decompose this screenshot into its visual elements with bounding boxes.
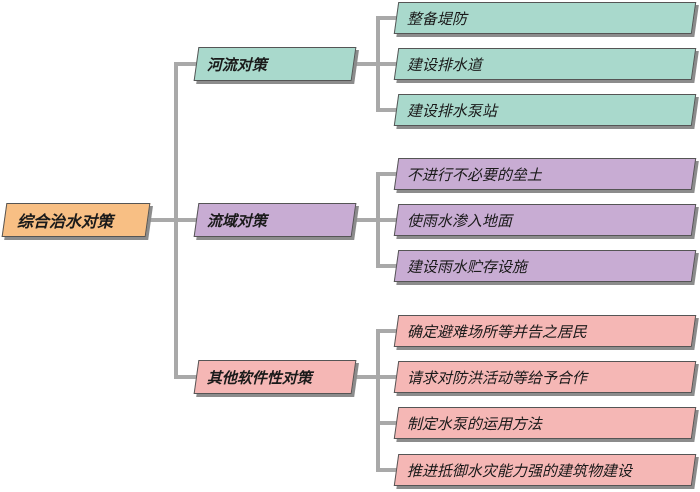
leaf-label: 确定避难场所等并告之居民 — [407, 322, 588, 341]
leaf-node: 建设雨水贮存设施 — [393, 250, 697, 282]
root-label: 综合治水对策 — [17, 212, 114, 231]
leaf-node: 请求对防洪活动等给予合作 — [393, 361, 697, 393]
leaf-label: 不进行不必要的垒土 — [407, 165, 543, 184]
leaf-node: 使雨水渗入地面 — [393, 204, 697, 236]
leaf-label: 整备堤防 — [407, 9, 468, 28]
leaf-node: 整备堤防 — [393, 2, 697, 34]
branch-node-basin: 流域对策 — [193, 203, 357, 237]
leaf-node: 建设排水道 — [393, 48, 697, 80]
leaf-node: 推进抵御水灾能力强的建筑物建设 — [393, 454, 697, 486]
root-node: 综合治水对策 — [1, 203, 151, 237]
leaf-label: 请求对防洪活动等给予合作 — [407, 368, 588, 387]
leaf-label: 建设排水泵站 — [407, 101, 498, 120]
leaf-node: 建设排水泵站 — [393, 94, 697, 126]
leaf-label: 使雨水渗入地面 — [407, 211, 513, 230]
leaf-node: 不进行不必要的垒土 — [393, 158, 697, 190]
leaf-label: 推进抵御水灾能力强的建筑物建设 — [407, 461, 633, 480]
branch-label-river: 河流对策 — [207, 55, 268, 74]
leaf-node: 确定避难场所等并告之居民 — [393, 315, 697, 347]
leaf-node: 制定水泵的运用方法 — [393, 407, 697, 439]
branch-node-other: 其他软件性对策 — [193, 360, 357, 394]
leaf-label: 制定水泵的运用方法 — [407, 414, 543, 433]
branch-label-other: 其他软件性对策 — [207, 368, 313, 387]
branch-node-river: 河流对策 — [193, 47, 357, 81]
leaf-label: 建设排水道 — [407, 55, 483, 74]
branch-label-basin: 流域对策 — [207, 211, 268, 230]
leaf-label: 建设雨水贮存设施 — [407, 257, 528, 276]
